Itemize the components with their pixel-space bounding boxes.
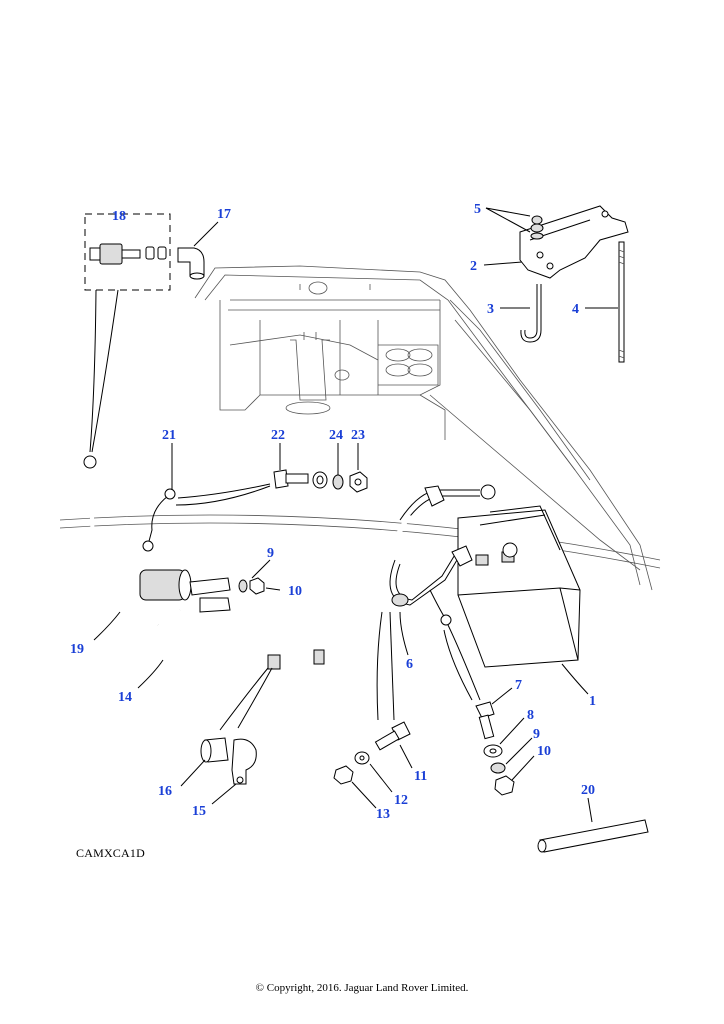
callout-13: 13 (376, 807, 390, 822)
callout-16: 16 (158, 784, 172, 799)
fasteners-relay (238, 577, 265, 595)
callout-19: 19 (70, 642, 84, 657)
callout-7: 7 (515, 678, 522, 693)
battery-clamp-bracket (519, 205, 629, 363)
fasteners-loom (333, 721, 411, 785)
battery-cables (389, 484, 518, 626)
callout-17: 17 (217, 207, 231, 222)
fasteners-battery (475, 701, 515, 796)
callout-labels: 1 2 3 4 5 6 7 8 9 9 10 10 11 12 13 14 15… (70, 202, 596, 822)
vehicle-body-outline (59, 265, 661, 591)
earth-lead (142, 488, 176, 552)
copyright-notice: © Copyright, 2016. Jaguar Land Rover Lim… (255, 982, 469, 994)
callout-15: 15 (192, 804, 206, 819)
cable-loom (83, 455, 412, 670)
battery (457, 505, 581, 668)
callout-3: 3 (487, 302, 494, 317)
callout-11: 11 (414, 769, 427, 784)
callout-18: 18 (112, 209, 126, 224)
callout-9-battery: 9 (533, 727, 540, 742)
callout-10-relay: 10 (288, 584, 302, 599)
callout-21: 21 (162, 428, 176, 443)
callout-12: 12 (394, 793, 408, 808)
fasteners-top (273, 469, 368, 493)
callout-6: 6 (406, 657, 413, 672)
loom-clips (200, 737, 257, 785)
callout-1: 1 (589, 694, 596, 709)
switch-kit-18 (84, 213, 205, 291)
callout-5: 5 (474, 202, 481, 217)
callout-2: 2 (470, 259, 477, 274)
callout-24: 24 (329, 428, 343, 443)
callout-20: 20 (581, 783, 595, 798)
cable-sleeve (537, 819, 649, 853)
callout-4: 4 (572, 302, 579, 317)
diagram-reference-code: CAMXCA1D (76, 846, 145, 860)
callout-22: 22 (271, 428, 285, 443)
callout-9-relay: 9 (267, 546, 274, 561)
callout-10-battery: 10 (537, 744, 551, 759)
callout-8: 8 (527, 708, 534, 723)
callout-14: 14 (118, 690, 132, 705)
callout-23: 23 (351, 428, 365, 443)
leader-lines (89, 207, 618, 823)
